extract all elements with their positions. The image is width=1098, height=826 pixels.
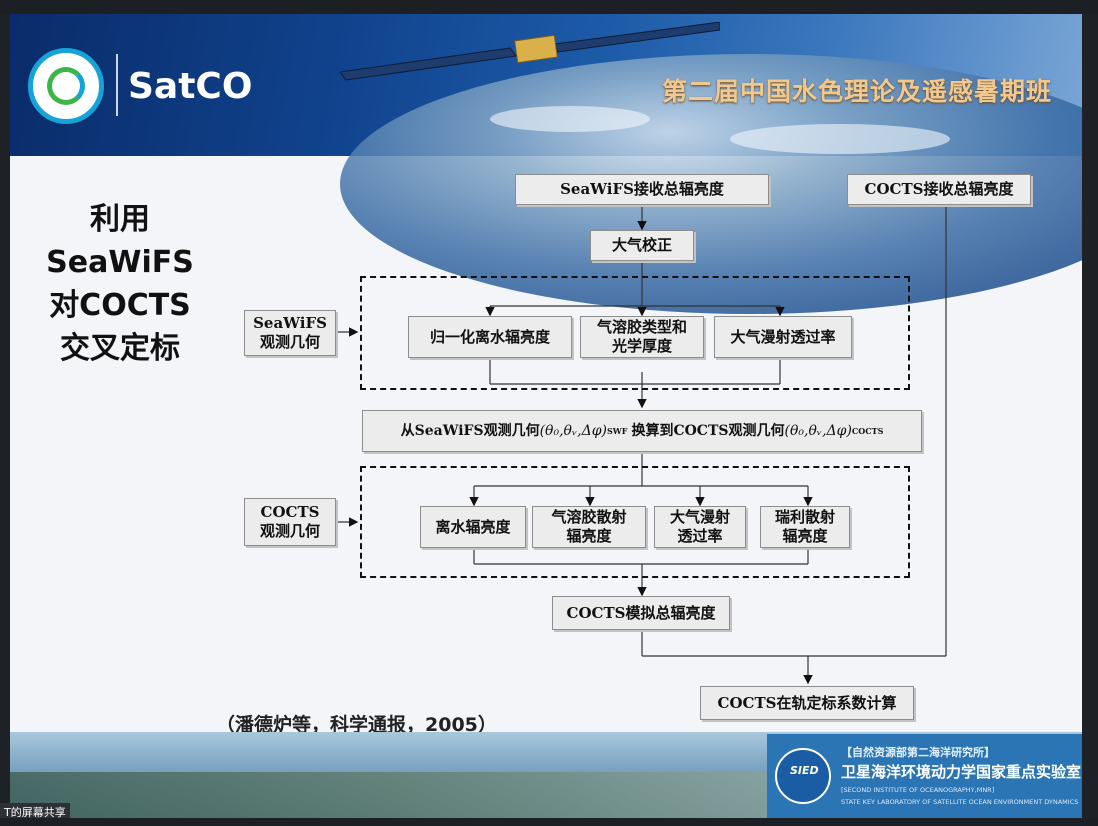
seawifs-total-radiance-box: SeaWiFS接收总辐亮度 bbox=[515, 174, 769, 205]
presentation-slide: SatCO 第二届中国水色理论及遥感暑期班 利用 SeaWiFS 对COCTS … bbox=[10, 14, 1082, 818]
sied-logo-icon: SIED bbox=[775, 748, 831, 804]
box-line: 光学厚度 bbox=[612, 337, 672, 356]
coastline-image bbox=[10, 772, 770, 818]
conversion-mid-text: 换算到COCTS观测几何 bbox=[631, 422, 784, 441]
seawifs-geometry-box: SeaWiFS 观测几何 bbox=[244, 310, 336, 356]
box-line: 瑞利散射 bbox=[775, 508, 835, 527]
conversion-params-1: (θ₀,θᵥ,Δφ) bbox=[540, 422, 607, 441]
institute-name: 【自然资源部第二海洋研究所】 bbox=[841, 744, 995, 760]
window-top-bar bbox=[0, 0, 1098, 14]
conversion-sup-cocts: COCTS bbox=[852, 422, 883, 441]
aerosol-type-box: 气溶胶类型和 光学厚度 bbox=[580, 316, 704, 358]
laboratory-name-en: STATE KEY LABORATORY OF SATELLITE OCEAN … bbox=[841, 798, 1078, 806]
atmospheric-correction-box: 大气校正 bbox=[590, 230, 694, 261]
box-line: COCTS bbox=[261, 503, 320, 522]
box-line: 观测几何 bbox=[260, 522, 320, 541]
cocts-total-radiance-box: COCTS接收总辐亮度 bbox=[847, 174, 1031, 205]
geometry-conversion-box: 从SeaWiFS观测几何 (θ₀,θᵥ,Δφ) SWF 换算到COCTS观测几何… bbox=[362, 410, 922, 452]
atmospheric-diffuse-transmittance-box: 大气漫射透过率 bbox=[714, 316, 852, 358]
box-line: 大气漫射 bbox=[670, 508, 730, 527]
rayleigh-scattering-radiance-box: 瑞利散射 辐亮度 bbox=[760, 506, 850, 548]
normalized-water-leaving-radiance-box: 归一化离水辐亮度 bbox=[408, 316, 572, 358]
aerosol-scattering-radiance-box: 气溶胶散射 辐亮度 bbox=[532, 506, 646, 548]
institute-name-en: [SECOND INSTITUTE OF OCEANOGRAPHY,MNR] bbox=[841, 786, 994, 794]
sied-logo-text: SIED bbox=[790, 764, 819, 777]
conversion-params-2: (θ₀,θᵥ,Δφ) bbox=[784, 422, 851, 441]
conversion-sup-swf: SWF bbox=[607, 422, 627, 441]
box-line: 观测几何 bbox=[260, 333, 320, 352]
laboratory-name: 卫星海洋环境动力学国家重点实验室 bbox=[841, 761, 1081, 782]
box-line: 气溶胶散射 bbox=[551, 508, 626, 527]
cocts-geometry-box: COCTS 观测几何 bbox=[244, 498, 336, 546]
diffuse-transmittance-box: 大气漫射 透过率 bbox=[654, 506, 746, 548]
institute-banner: SIED 【自然资源部第二海洋研究所】 卫星海洋环境动力学国家重点实验室 [SE… bbox=[767, 734, 1082, 818]
conversion-from-text: 从SeaWiFS观测几何 bbox=[401, 422, 540, 441]
box-line: 辐亮度 bbox=[566, 527, 611, 546]
water-leaving-radiance-box: 离水辐亮度 bbox=[420, 506, 526, 548]
window-bottom-bar bbox=[0, 818, 1098, 826]
calibration-coefficient-box: COCTS在轨定标系数计算 bbox=[700, 686, 914, 720]
box-line: 辐亮度 bbox=[782, 527, 827, 546]
cocts-simulated-radiance-box: COCTS模拟总辐亮度 bbox=[552, 596, 730, 630]
box-line: 气溶胶类型和 bbox=[597, 318, 687, 337]
box-line: SeaWiFS bbox=[253, 314, 327, 333]
box-line: 透过率 bbox=[677, 527, 722, 546]
